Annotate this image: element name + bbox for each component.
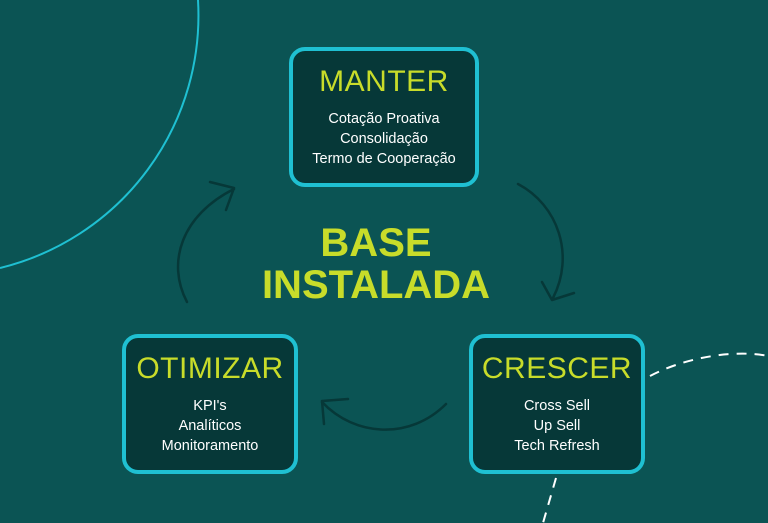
arrow-manter-to-crescer-head <box>540 280 576 302</box>
node-crescer: CRESCER Cross Sell Up Sell Tech Refresh <box>469 334 645 474</box>
node-crescer-item: Cross Sell <box>523 398 591 414</box>
center-title-line2: INSTALADA <box>261 263 491 307</box>
arrow-otimizar-to-manter <box>176 187 236 304</box>
decorative-dashed-line <box>542 477 557 523</box>
center-title-line1: BASE <box>320 221 432 265</box>
arrow-crescer-to-otimizar-head <box>320 397 350 426</box>
decorative-arc-top-left <box>0 0 200 269</box>
node-manter-item: Termo de Cooperação <box>312 151 456 167</box>
node-manter-item: Consolidação <box>340 131 428 147</box>
node-otimizar-item: Analíticos <box>178 418 242 434</box>
node-manter-item: Cotação Proativa <box>328 111 440 127</box>
center-title: BASE INSTALADA <box>220 222 532 306</box>
node-manter: MANTER Cotação Proativa Consolidação Ter… <box>289 47 479 187</box>
node-otimizar-items: KPI's Analíticos Monitoramento <box>126 396 294 456</box>
node-otimizar-item: KPI's <box>193 398 227 414</box>
node-crescer-items: Cross Sell Up Sell Tech Refresh <box>473 396 641 456</box>
node-otimizar-title: OTIMIZAR <box>136 352 284 385</box>
node-crescer-item: Up Sell <box>533 418 581 434</box>
node-manter-items: Cotação Proativa Consolidação Termo de C… <box>293 109 475 169</box>
node-otimizar: OTIMIZAR KPI's Analíticos Monitoramento <box>122 334 298 474</box>
node-crescer-title: CRESCER <box>481 352 633 385</box>
arrow-manter-to-crescer <box>516 182 564 300</box>
node-otimizar-item: Monitoramento <box>161 438 259 454</box>
node-crescer-item: Tech Refresh <box>514 438 600 454</box>
arrow-otimizar-to-manter-head <box>208 180 236 212</box>
decorative-dashed-arc <box>649 352 768 377</box>
node-manter-title: MANTER <box>319 65 449 98</box>
arrow-crescer-to-otimizar <box>320 400 448 431</box>
